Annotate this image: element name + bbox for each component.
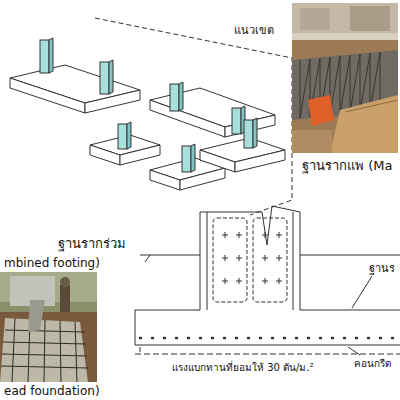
footing-section: [140, 337, 400, 340]
mat-photo: [350, 6, 390, 31]
footing-section: [135, 354, 400, 355]
mat-photo: [345, 100, 398, 112]
spread-title: ead foundation): [2, 384, 102, 398]
footing-slab: [10, 78, 85, 113]
pedestal-section: [200, 206, 300, 245]
pedestal-section: [200, 206, 300, 310]
column: [49, 38, 53, 73]
footing-slab: [150, 170, 180, 190]
column: [127, 122, 131, 149]
column: [179, 82, 183, 111]
footing-subtitle: mbined footing): [2, 256, 102, 270]
spread-photo: [75, 322, 77, 382]
leader-line: [352, 276, 372, 308]
footing-callout: ฐานร: [367, 262, 397, 275]
spread-photo: [60, 285, 70, 315]
footing-section: [135, 310, 400, 345]
column: [40, 40, 49, 73]
column: [109, 60, 113, 94]
footing-slab: [10, 65, 285, 190]
column: [182, 146, 191, 172]
mat-photo: [330, 95, 398, 153]
pedestal-section: [200, 212, 201, 310]
mat-photo: [292, 3, 398, 153]
spread-photo: [0, 312, 97, 382]
pedestal-section: [293, 212, 294, 310]
ground-line: [140, 255, 200, 256]
ground-line: [145, 255, 150, 262]
column: [253, 118, 257, 148]
property-line: [95, 18, 292, 215]
footing-section: [300, 310, 400, 311]
pedestal-section: [207, 212, 208, 310]
ground-line: [140, 255, 400, 262]
footing-slab: [200, 150, 235, 172]
leader-line: [348, 276, 372, 355]
mat-title: ฐานรากแพ (Ma: [300, 158, 394, 174]
footing-section: [140, 347, 141, 352]
mat-photo: [300, 8, 330, 30]
mat-photo: [308, 95, 334, 126]
boundary-label: แนวเขต: [232, 24, 276, 37]
column: [40, 38, 257, 172]
spread-photo: [0, 272, 97, 382]
column: [100, 62, 109, 94]
spread-photo: [44, 320, 45, 382]
ground-line: [300, 255, 400, 256]
column: [118, 124, 127, 149]
mat-photo: [292, 40, 398, 153]
pedestal-section: [222, 232, 282, 284]
spread-photo: [60, 277, 70, 287]
column: [170, 84, 179, 111]
pedestal-section: [300, 212, 301, 310]
footing-slab: [235, 150, 285, 172]
footing-slab: [90, 145, 120, 165]
footing-slab: [150, 100, 225, 137]
mat-photo: [292, 3, 398, 153]
mat-photo: [292, 3, 398, 33]
spread-photo: [12, 318, 15, 382]
pedestal-section: [253, 218, 287, 302]
mat-photo: [292, 130, 332, 153]
concrete-callout: คอนกรีต: [352, 358, 393, 370]
spread-photo: [1, 318, 88, 382]
leader-line: [348, 347, 360, 355]
footing-section: [135, 310, 400, 354]
pedestal-section: [213, 218, 247, 302]
bearing-note: แรงแบกทานที่ยอมให้ 30 ตัน/ม.²: [170, 362, 316, 374]
property-line: [95, 18, 292, 215]
spread-photo: [60, 321, 61, 382]
spread-photo: [28, 300, 45, 332]
column: [232, 108, 241, 134]
spread-photo: [0, 318, 88, 382]
column: [191, 144, 195, 172]
footing-title: ฐานรากร่วม: [56, 236, 128, 252]
column: [244, 120, 253, 148]
footing-section: [135, 310, 200, 311]
spread-photo: [0, 272, 97, 382]
footing-slab: [85, 90, 140, 113]
